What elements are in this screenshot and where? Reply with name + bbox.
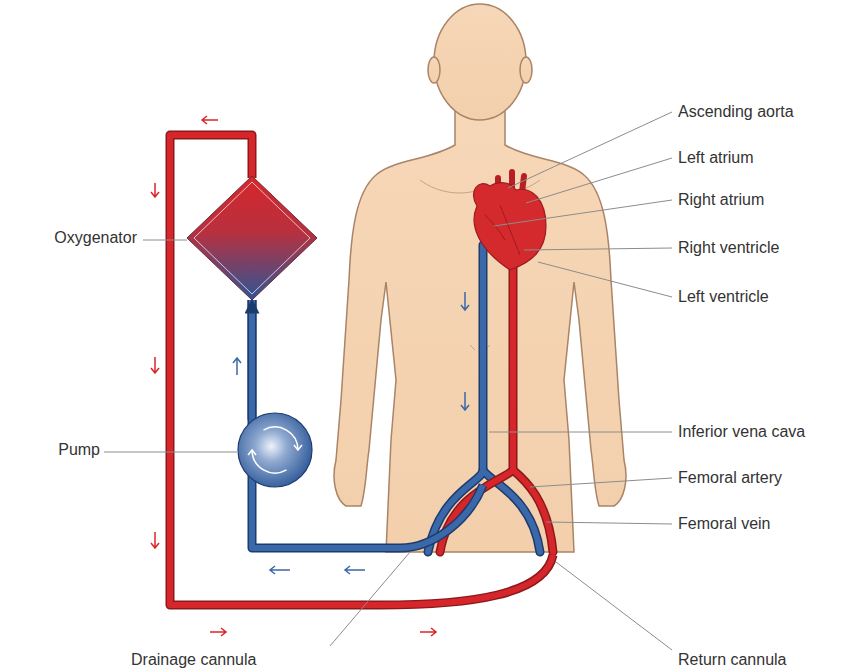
body-silhouette	[334, 4, 626, 552]
part-label: Right atrium	[678, 190, 764, 210]
circuit-tubing	[170, 135, 553, 605]
part-label: Drainage cannula	[131, 650, 256, 670]
part-label: Femoral artery	[678, 468, 782, 488]
body-vessels	[428, 245, 553, 552]
part-label: Right ventricle	[678, 238, 779, 258]
part-label: Ascending aorta	[678, 102, 794, 122]
flow-arrows	[151, 116, 469, 636]
part-label: Inferior vena cava	[678, 422, 805, 442]
node-shape	[187, 176, 317, 300]
oxygenator-diamond: Oxygenator	[187, 176, 317, 300]
part-label: Femoral vein	[678, 514, 770, 534]
part-label: Left ventricle	[678, 287, 769, 307]
pump-circle: Pump	[237, 412, 313, 488]
node-shape	[237, 412, 313, 488]
part-label: Left atrium	[678, 148, 754, 168]
node-label: Oxygenator	[54, 228, 137, 248]
leader-lines	[104, 112, 672, 650]
node-label: Pump	[58, 440, 100, 460]
flow-head	[251, 300, 254, 420]
part-label: Return cannula	[678, 650, 787, 670]
tube-core	[249, 300, 255, 420]
tube-connector	[248, 300, 257, 420]
